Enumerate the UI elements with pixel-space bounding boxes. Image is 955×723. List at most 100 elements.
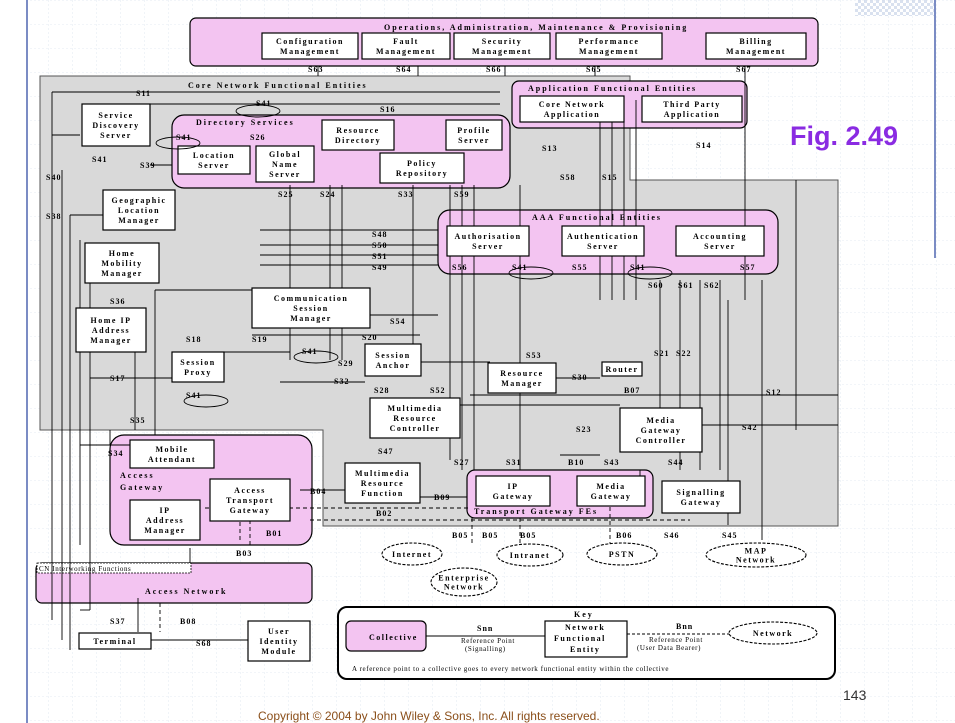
ref-s25: S25	[278, 190, 293, 199]
ref-s41: S41	[92, 155, 107, 164]
internet-cloud: Internet	[381, 542, 443, 566]
entity-label: Gateway	[681, 498, 722, 507]
ref-s42: S42	[742, 423, 757, 432]
entity-label: Directory	[335, 136, 381, 145]
ref-s33: S33	[398, 190, 413, 199]
entity-label: Discovery	[92, 121, 139, 130]
entity-label: Resource	[393, 414, 436, 423]
ref-s20: S20	[362, 333, 377, 342]
ref-s50: S50	[372, 241, 387, 250]
entity-label: Manager	[290, 314, 332, 323]
svg-text:Internet: Internet	[392, 550, 432, 559]
page-number: 143	[843, 687, 867, 703]
oamp-title: Operations, Administration, Maintenance …	[384, 23, 688, 32]
ref-s19: S19	[252, 335, 267, 344]
entity-label: Management	[376, 47, 436, 56]
entity-label: Fault	[393, 37, 419, 46]
ref-s62: S62	[704, 281, 719, 290]
ref-s60: S60	[648, 281, 663, 290]
entity-label: Management	[472, 47, 532, 56]
entity-label: Location	[193, 151, 235, 160]
ref-s41: S41	[256, 99, 271, 108]
ref-s68: S68	[196, 639, 211, 648]
entity-label: Server	[198, 161, 230, 170]
svg-text:Enterprise: Enterprise	[438, 574, 489, 583]
entity-label: IP	[508, 482, 519, 491]
ref-s12: S12	[766, 388, 781, 397]
figure-label: Fig. 2.49	[790, 121, 898, 151]
entity-label: Global	[269, 150, 301, 159]
ref-s45: S45	[722, 531, 737, 540]
app-title: Application Functional Entities	[528, 84, 697, 93]
entity-label: Server	[100, 131, 132, 140]
directory-title: Directory Services	[196, 118, 295, 127]
entity-label: Function	[361, 489, 404, 498]
ref-b05: B05	[452, 531, 468, 540]
entity-label: Manager	[144, 526, 186, 535]
ref-s29: S29	[338, 359, 353, 368]
key-collective-label: Collective	[369, 633, 418, 642]
ref-s17: S17	[110, 374, 125, 383]
ref-s53: S53	[526, 351, 541, 360]
ref-b04: B04	[310, 487, 326, 496]
ref-s54: S54	[390, 317, 405, 326]
ref-s67: S67	[736, 65, 751, 74]
entity-label: Resource	[336, 126, 379, 135]
ref-s34: S34	[108, 449, 123, 458]
copyright: Copyright © 2004 by John Wiley & Sons, I…	[258, 709, 600, 723]
entity-router: Router	[601, 361, 643, 377]
entity-label: Proxy	[184, 368, 212, 377]
ref-s37: S37	[110, 617, 125, 626]
ref-s56: S56	[452, 263, 467, 272]
entity-boxes: ConfigurationManagementFaultManagementSe…	[75, 32, 807, 662]
entity-label: Media	[596, 482, 625, 491]
ref-s64: S64	[396, 65, 411, 74]
entity-label: Gateway	[591, 492, 632, 501]
entity-label: Location	[118, 206, 160, 215]
entity-label: Performance	[579, 37, 640, 46]
ref-b03: B03	[236, 549, 252, 558]
entity-label: Management	[280, 47, 340, 56]
entity-label: Resource	[361, 479, 404, 488]
entity-label: Manager	[90, 336, 132, 345]
entity-label: Controller	[390, 424, 441, 433]
ref-s31: S31	[506, 458, 521, 467]
entity-label: Home	[109, 249, 135, 258]
ref-s41: S41	[630, 263, 645, 272]
entity-label: Management	[579, 47, 639, 56]
entity-label: Session	[180, 358, 215, 367]
access-gateway-title-1: Access	[120, 471, 155, 480]
svg-text:Network: Network	[444, 583, 484, 592]
entity-label: Gateway	[493, 492, 534, 501]
cn-interworking-label: CN Interworking Functions	[39, 565, 131, 573]
key-nfe-2: Functional	[554, 634, 606, 643]
ref-b07: B07	[624, 386, 640, 395]
ref-s58: S58	[560, 173, 575, 182]
entity-label: Manager	[101, 269, 143, 278]
ref-s61: S61	[678, 281, 693, 290]
ref-s59: S59	[454, 190, 469, 199]
ref-s14: S14	[696, 141, 711, 150]
entity-label: Media	[646, 416, 675, 425]
entity-label: Billing	[739, 37, 772, 46]
ref-s28: S28	[374, 386, 389, 395]
intranet-cloud: Intranet	[496, 543, 564, 567]
